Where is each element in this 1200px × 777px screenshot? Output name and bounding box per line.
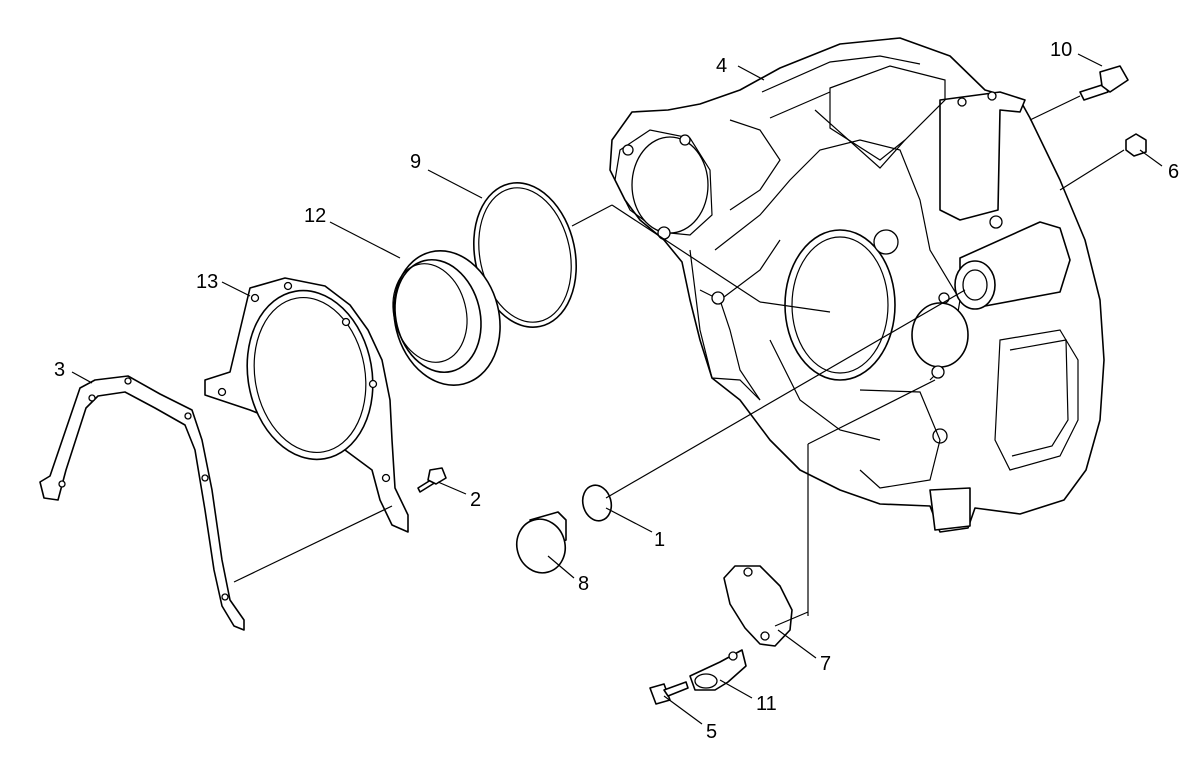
callout-13: 13	[196, 271, 218, 293]
callout-6: 6	[1168, 161, 1179, 183]
callout-labels: 1 2 3 4 5 6 7 8 9 10 11 12 13	[54, 39, 1179, 743]
o-ring-9	[472, 182, 578, 328]
cover-plate-7	[723, 565, 793, 647]
callout-11: 11	[756, 693, 777, 715]
seal-retainer-13	[204, 277, 409, 533]
callout-8: 8	[578, 573, 589, 595]
callout-9: 9	[410, 151, 421, 173]
flywheel-housing	[609, 37, 1105, 533]
gasket-3	[39, 375, 245, 631]
bracket-11	[689, 649, 747, 691]
bolt-5	[649, 681, 689, 705]
oil-seal-12	[392, 250, 501, 386]
callout-1: 1	[654, 529, 665, 551]
callout-4: 4	[716, 55, 727, 77]
bolt-10	[1079, 65, 1129, 101]
bolt-2	[417, 467, 447, 493]
o-ring-1	[581, 484, 613, 522]
callout-12: 12	[304, 205, 326, 227]
callout-3: 3	[54, 359, 65, 381]
callout-7: 7	[820, 653, 831, 675]
plug-8	[515, 511, 567, 574]
callout-10: 10	[1050, 39, 1072, 61]
assembly-lines	[233, 95, 1125, 627]
callout-leaders	[71, 53, 1163, 725]
callout-2: 2	[470, 489, 481, 511]
callout-5: 5	[706, 721, 717, 743]
